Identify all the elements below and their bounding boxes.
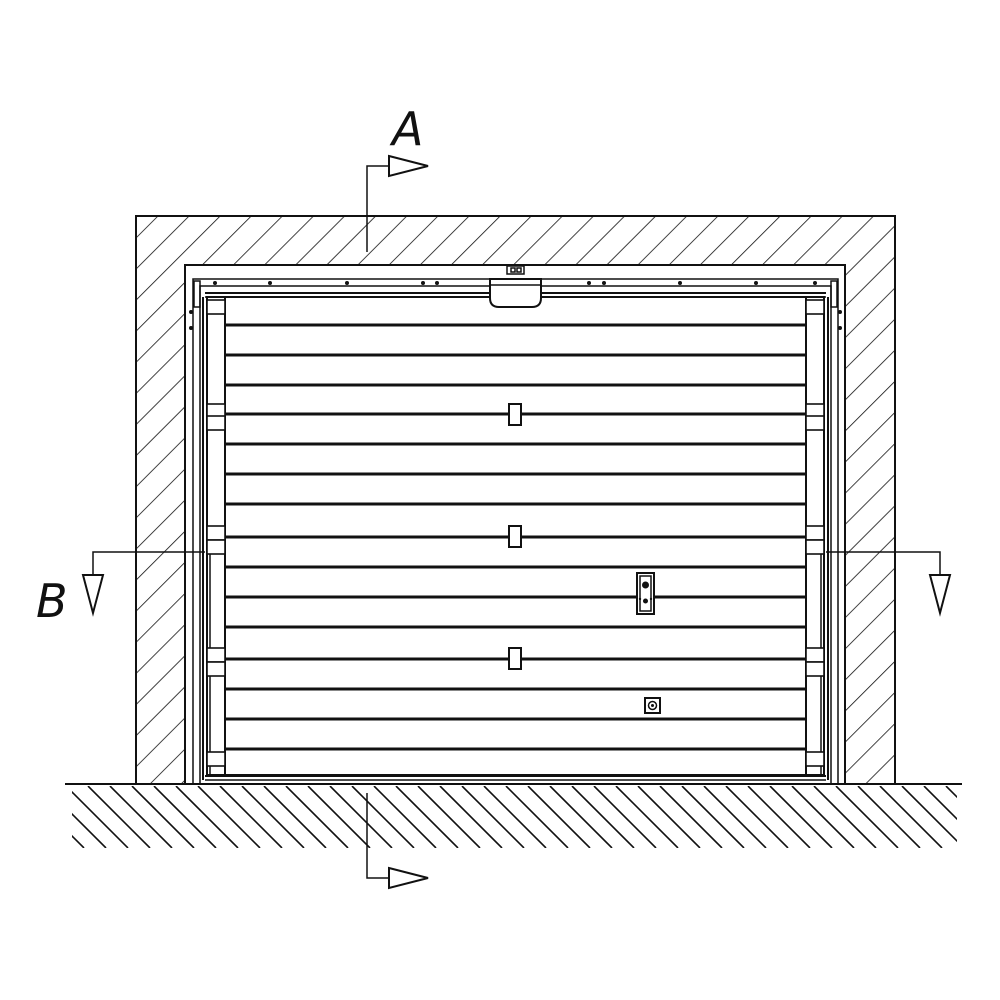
section-label-b: B [36, 574, 68, 628]
section-cut-b-right [826, 551, 952, 617]
ground-section [65, 783, 962, 848]
side-tracks [202, 296, 829, 780]
lock-cylinder [644, 697, 661, 714]
section-cut-a-bottom [366, 793, 429, 890]
section-cut-a [366, 154, 429, 252]
center-hinges [508, 403, 522, 670]
section-cut-b-left [81, 551, 205, 617]
door-handle [636, 572, 655, 615]
section-label-a: A [389, 102, 423, 156]
operator-housing [489, 265, 542, 308]
